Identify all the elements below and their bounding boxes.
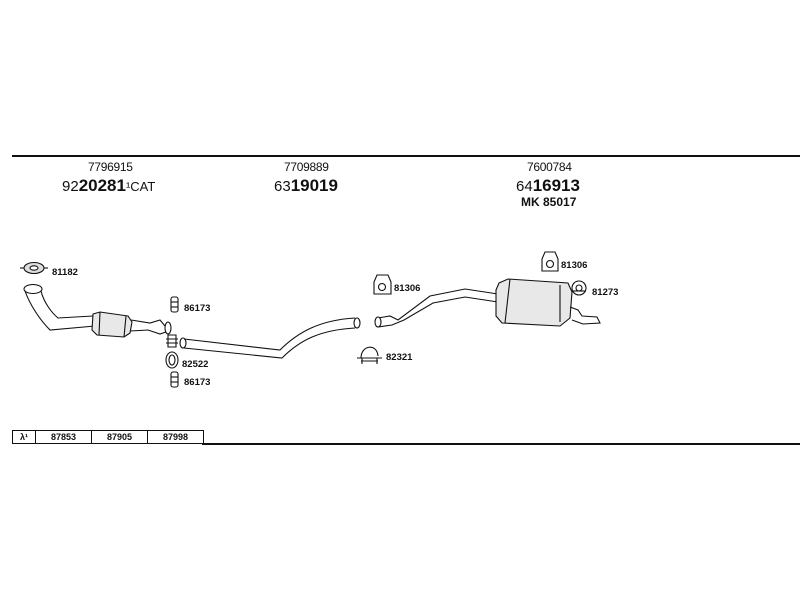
middle-pipe-icon [179, 317, 361, 359]
part-number-middle-pipe: 7709889 [284, 160, 329, 174]
catalytic-converter-icon [23, 283, 172, 338]
legend-code: 87998 [147, 431, 203, 443]
rubber-ring-icon [571, 280, 587, 296]
mounting-kit-number: MK 85017 [521, 195, 577, 209]
code-main: 20281 [78, 176, 126, 195]
gasket-icon [165, 334, 179, 369]
label-hanger-top: 86173 [184, 303, 211, 314]
code-suffix: ¹CAT [125, 179, 156, 194]
rubber-mount-icon [541, 251, 559, 272]
code-prefix: 64 [516, 178, 533, 195]
label-rubber-mount-mid: 81306 [394, 283, 421, 294]
label-rubber-mount-right: 81306 [561, 260, 588, 271]
label-hanger-bottom: 86173 [184, 377, 211, 388]
legend-code: 87853 [35, 431, 91, 443]
label-seal-ring: 81182 [52, 267, 78, 278]
seal-ring-icon [20, 261, 48, 275]
clamp-icon [357, 346, 382, 364]
code-middle-pipe: 6319019 [274, 176, 338, 196]
code-main: 16913 [532, 176, 580, 195]
label-clamp: 82321 [386, 352, 413, 363]
rubber-mount-icon [373, 274, 392, 295]
legend-symbol: λ¹ [19, 432, 28, 442]
top-rule [12, 155, 800, 157]
legend-table: λ¹ 87853 87905 87998 [12, 430, 204, 444]
code-main: 19019 [290, 176, 338, 195]
label-rubber-ring: 81273 [592, 287, 619, 298]
hanger-icon [170, 371, 179, 388]
hanger-icon [170, 296, 179, 313]
part-number-catalytic: 7796915 [88, 160, 133, 174]
label-gasket: 82522 [182, 359, 209, 370]
bottom-rule [202, 443, 800, 445]
rear-silencer-icon [374, 278, 601, 328]
code-rear-silencer: 6416913 [516, 176, 580, 196]
legend-code: 87905 [91, 431, 147, 443]
part-number-rear-silencer: 7600784 [527, 160, 572, 174]
code-prefix: 63 [274, 178, 291, 195]
code-catalytic: 9220281¹CAT [62, 176, 155, 196]
code-prefix: 92 [62, 178, 79, 195]
